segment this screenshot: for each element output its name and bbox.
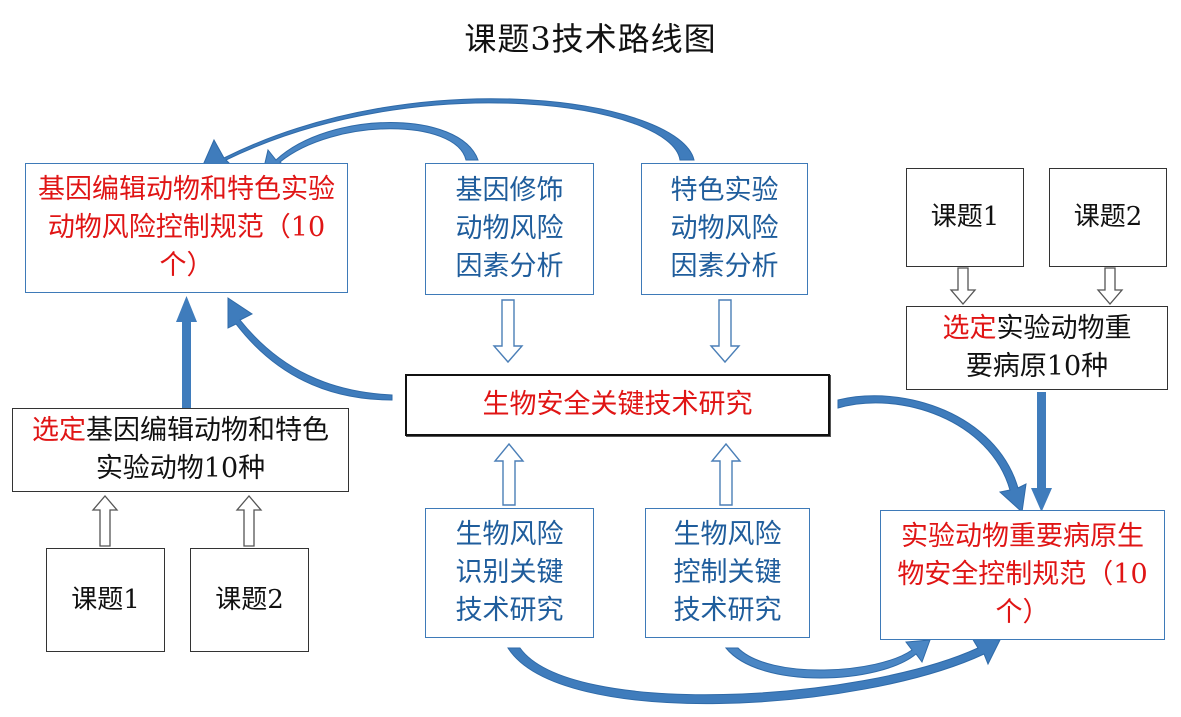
right-vertical-head: [1031, 488, 1052, 512]
left-curve-arrow: [227, 297, 393, 401]
right-topic1-box: 课题1: [906, 168, 1024, 267]
right-topic2-text: 课题2: [1073, 202, 1143, 233]
right-vertical-shaft: [1037, 392, 1046, 492]
risk-control-text: 生物风险控制关键技术研究: [673, 518, 782, 627]
gene-modified-risk-box: 基因修饰动物风险因素分析: [425, 163, 594, 295]
right-topic2-box: 课题2: [1049, 168, 1167, 267]
left-topic2-box: 课题2: [190, 548, 309, 652]
select-animal-prefix: 选定: [32, 414, 86, 446]
select-animal-box: 选定基因编辑动物和特色实验动物10种: [12, 408, 349, 492]
left-topic1-box: 课题1: [46, 548, 165, 652]
hollow-arrow-up-2: [710, 442, 742, 506]
left-vertical-shaft: [182, 318, 191, 408]
hollow-arrow-up-1: [493, 442, 525, 506]
left-vertical-head: [176, 296, 197, 322]
hollow-arrow-down-1: [492, 299, 524, 364]
bottom-inner-arc: [724, 639, 931, 679]
right-curve-arrow: [837, 395, 1027, 514]
gene-modified-risk-text: 基因修饰动物风险因素分析: [455, 174, 564, 283]
risk-control-box: 生物风险控制关键技术研究: [645, 508, 810, 638]
hollow-arrow-up-left-2: [235, 495, 263, 547]
select-animal-rest: 基因编辑动物和特色实验动物10种: [86, 414, 329, 484]
left-topic2-text: 课题2: [215, 584, 284, 615]
gene-edited-spec-box: 基因编辑动物和特色实验动物风险控制规范（10个）: [25, 163, 348, 293]
hollow-arrow-down-right-2: [1096, 267, 1124, 305]
center-research-box: 生物安全关键技术研究: [405, 374, 830, 436]
risk-identify-text: 生物风险识别关键技术研究: [455, 518, 564, 627]
right-topic1-text: 课题1: [930, 202, 1000, 233]
risk-identify-box: 生物风险识别关键技术研究: [425, 508, 594, 638]
hollow-arrow-down-right-1: [949, 267, 977, 305]
hollow-arrow-down-2: [709, 299, 741, 364]
hollow-arrow-up-left-1: [91, 495, 119, 547]
diagram-title: 课题3技术路线图: [464, 20, 717, 58]
pathogen-spec-box: 实验动物重要病原生物安全控制规范（10个）: [880, 510, 1165, 640]
bottom-outer-arc: [507, 637, 1001, 705]
special-animal-risk-box: 特色实验动物风险因素分析: [641, 163, 808, 295]
left-topic1-text: 课题1: [71, 584, 140, 615]
pathogen-spec-text: 实验动物重要病原生物安全控制规范（10个）: [897, 520, 1148, 629]
select-pathogen-prefix: 选定: [942, 312, 997, 344]
select-pathogen-text: 选定实验动物重要病原10种: [937, 310, 1137, 387]
center-research-text: 生物安全关键技术研究: [482, 388, 753, 420]
select-pathogen-rest: 实验动物重要病原10种: [965, 312, 1132, 382]
select-animal-text: 选定基因编辑动物和特色实验动物10种: [23, 412, 338, 489]
special-animal-risk-text: 特色实验动物风险因素分析: [670, 174, 779, 283]
select-pathogen-box: 选定实验动物重要病原10种: [906, 306, 1168, 390]
gene-edited-spec-text: 基因编辑动物和特色实验动物风险控制规范（10个）: [38, 173, 335, 282]
